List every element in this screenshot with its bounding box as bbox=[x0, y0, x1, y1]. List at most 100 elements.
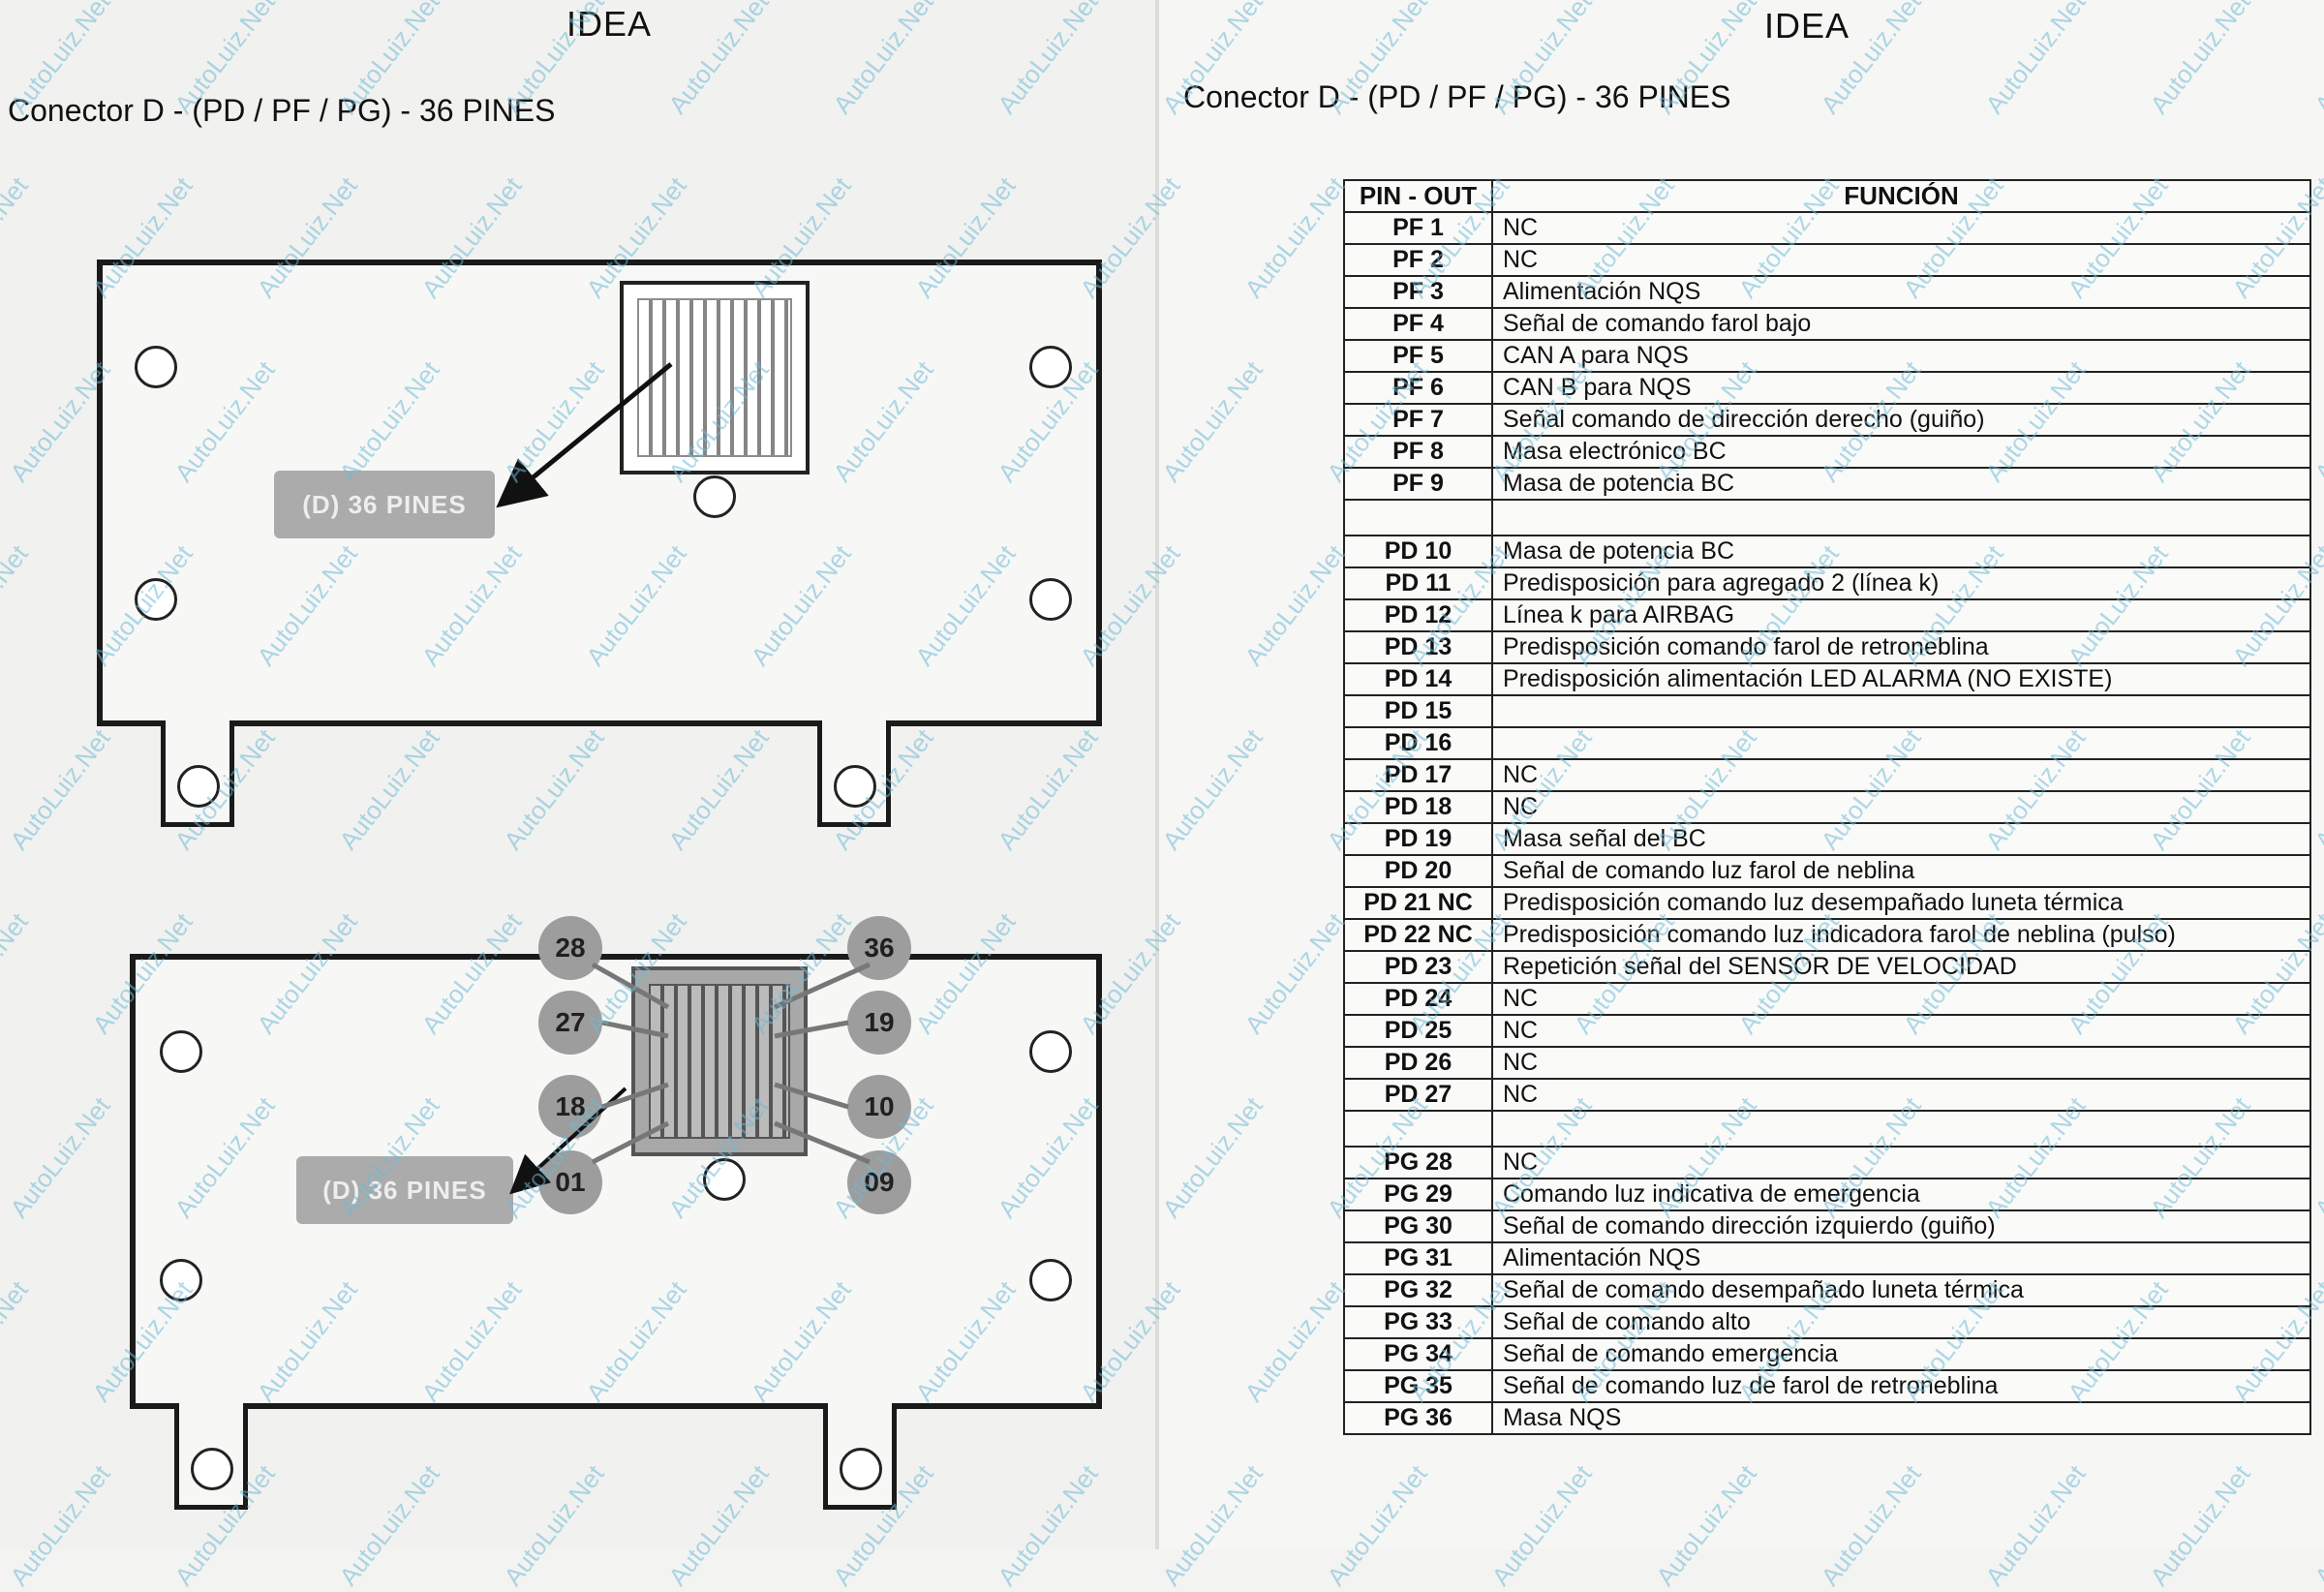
right-page-title: IDEA bbox=[1764, 6, 1850, 46]
pin-cell: PD 15 bbox=[1343, 694, 1493, 728]
table-row bbox=[1343, 1110, 2311, 1148]
function-cell: NC bbox=[1491, 790, 2311, 824]
pin-cell: PD 20 bbox=[1343, 854, 1493, 888]
pin-cell: PD 27 bbox=[1343, 1078, 1493, 1112]
pin-cell: PF 3 bbox=[1343, 275, 1493, 309]
pin-badge-09: 09 bbox=[847, 1150, 911, 1214]
function-cell: Señal de comando alto bbox=[1491, 1305, 2311, 1339]
pin-cell: PD 16 bbox=[1343, 726, 1493, 760]
pin-cell: PD 22 NC bbox=[1343, 918, 1493, 952]
function-cell: NC bbox=[1491, 982, 2311, 1016]
function-cell: Señal de comando dirección izquierdo (gu… bbox=[1491, 1209, 2311, 1243]
function-cell: Predisposición comando luz indicadora fa… bbox=[1491, 918, 2311, 952]
pin-cell: PD 25 bbox=[1343, 1014, 1493, 1048]
mounting-hole bbox=[160, 1030, 202, 1073]
pin-cell: PG 29 bbox=[1343, 1178, 1493, 1211]
function-cell: Predisposición para agregado 2 (línea k) bbox=[1491, 566, 2311, 600]
mounting-hole bbox=[703, 1158, 746, 1201]
function-cell: NC bbox=[1491, 1046, 2311, 1080]
pin-cell: PF 8 bbox=[1343, 435, 1493, 469]
function-cell: Alimentación NQS bbox=[1491, 1241, 2311, 1275]
function-cell: NC bbox=[1491, 243, 2311, 277]
connector-label-tag: (D) 36 PINES bbox=[296, 1156, 513, 1224]
mounting-hole bbox=[160, 1259, 202, 1301]
function-cell: Señal comando de dirección derecho (guiñ… bbox=[1491, 403, 2311, 437]
function-cell: NC bbox=[1491, 211, 2311, 245]
function-cell: Masa señal del BC bbox=[1491, 822, 2311, 856]
pin-cell bbox=[1343, 1110, 1493, 1148]
pin-cell: PD 26 bbox=[1343, 1046, 1493, 1080]
table-header-row: PIN - OUT FUNCIÓN bbox=[1343, 179, 2311, 213]
connector-d-36-pins bbox=[620, 281, 810, 475]
function-cell: Alimentación NQS bbox=[1491, 275, 2311, 309]
connector-label-tag: (D) 36 PINES bbox=[274, 471, 495, 538]
function-cell: Repetición señal del SENSOR DE VELOCIDAD bbox=[1491, 950, 2311, 984]
page-fold bbox=[1155, 0, 1159, 1549]
pin-cell: PF 4 bbox=[1343, 307, 1493, 341]
function-cell: Masa NQS bbox=[1491, 1401, 2311, 1435]
pin-cell: PD 19 bbox=[1343, 822, 1493, 856]
pin-cell: PF 6 bbox=[1343, 371, 1493, 405]
pin-cell bbox=[1343, 499, 1493, 536]
header-pin-out: PIN - OUT bbox=[1343, 179, 1493, 213]
function-cell bbox=[1491, 1110, 2311, 1148]
pin-cell: PD 18 bbox=[1343, 790, 1493, 824]
header-function: FUNCIÓN bbox=[1491, 179, 2311, 213]
table-row: PD 16 bbox=[1343, 726, 2311, 760]
pin-cell: PD 12 bbox=[1343, 598, 1493, 632]
pin-cell: PG 36 bbox=[1343, 1401, 1493, 1435]
left-page-subtitle: Conector D - (PD / PF / PG) - 36 PINES bbox=[8, 93, 556, 128]
pin-badge-36: 36 bbox=[847, 916, 911, 980]
pin-cell: PG 33 bbox=[1343, 1305, 1493, 1339]
function-cell: Señal de comando desempañado luneta térm… bbox=[1491, 1273, 2311, 1307]
pin-cell: PF 5 bbox=[1343, 339, 1493, 373]
mounting-hole bbox=[177, 765, 220, 808]
table-row bbox=[1343, 499, 2311, 536]
mounting-hole bbox=[135, 578, 177, 621]
function-cell: NC bbox=[1491, 1078, 2311, 1112]
pin-badge-28: 28 bbox=[538, 916, 602, 980]
pin-cell: PG 28 bbox=[1343, 1146, 1493, 1179]
function-cell bbox=[1491, 726, 2311, 760]
function-cell: Señal de comando farol bajo bbox=[1491, 307, 2311, 341]
pin-cell: PD 10 bbox=[1343, 535, 1493, 568]
mounting-hole bbox=[1029, 346, 1072, 388]
pin-cell: PG 30 bbox=[1343, 1209, 1493, 1243]
mounting-hole bbox=[693, 475, 736, 518]
mounting-foot bbox=[161, 720, 234, 827]
pin-cell: PF 9 bbox=[1343, 467, 1493, 501]
function-cell: CAN B para NQS bbox=[1491, 371, 2311, 405]
function-cell: Predisposición comando luz desempañado l… bbox=[1491, 886, 2311, 920]
pin-cell: PF 2 bbox=[1343, 243, 1493, 277]
function-cell: Línea k para AIRBAG bbox=[1491, 598, 2311, 632]
pin-cell: PD 21 NC bbox=[1343, 886, 1493, 920]
mounting-hole bbox=[1029, 1259, 1072, 1301]
pin-cell: PF 7 bbox=[1343, 403, 1493, 437]
pin-cell: PF 1 bbox=[1343, 211, 1493, 245]
function-cell: Comando luz indicativa de emergencia bbox=[1491, 1178, 2311, 1211]
diagram-leader-lines bbox=[496, 362, 872, 1195]
pin-cell: PD 23 bbox=[1343, 950, 1493, 984]
mounting-hole bbox=[135, 346, 177, 388]
function-cell: Señal de comando luz farol de neblina bbox=[1491, 854, 2311, 888]
control-module-outline bbox=[97, 260, 1102, 726]
pin-badge-18: 18 bbox=[538, 1075, 602, 1139]
pin-cell: PD 11 bbox=[1343, 566, 1493, 600]
mounting-hole bbox=[1029, 1030, 1072, 1073]
